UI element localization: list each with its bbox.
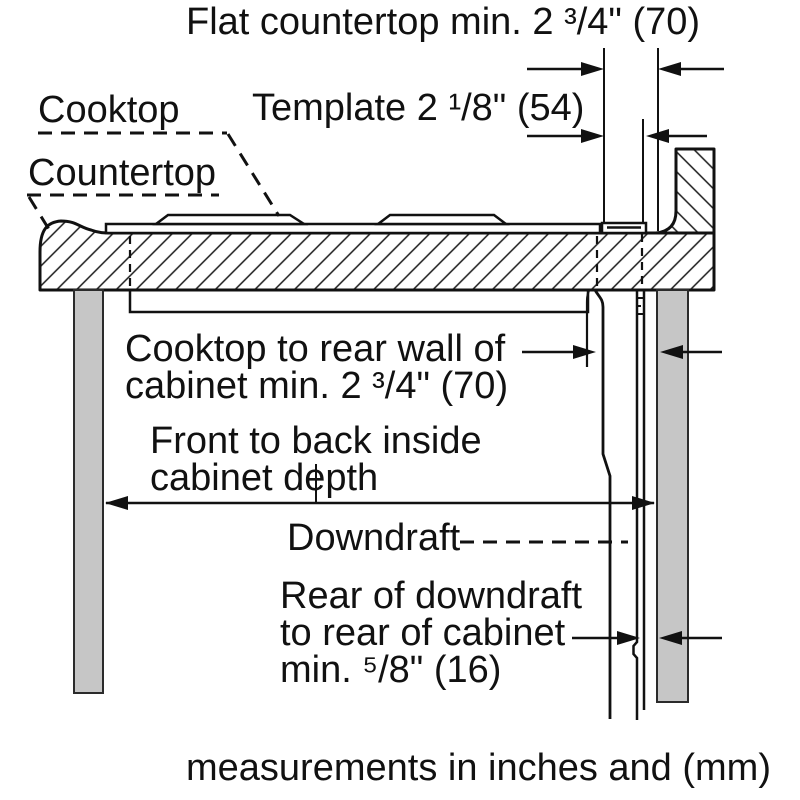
burner-right bbox=[374, 213, 510, 226]
label-flat-countertop: Flat countertop min. 2 ³/4" (70) bbox=[186, 1, 701, 43]
dim-template bbox=[527, 129, 707, 143]
label-rear-of-downdraft-line3: min. ⁵/8" (16) bbox=[280, 649, 502, 691]
cooktop-housing-outline bbox=[128, 291, 590, 314]
downdraft-clip-detail bbox=[637, 297, 644, 315]
caption-units: measurements in inches and (mm) bbox=[186, 747, 771, 789]
downdraft-front-wall bbox=[593, 289, 612, 719]
label-template: Template 2 ¹/8" (54) bbox=[252, 87, 585, 129]
dim-front-to-back bbox=[105, 464, 655, 510]
label-rear-of-downdraft: Rear of downdraft to rear of cabinet min… bbox=[280, 575, 583, 691]
cooktop-plate bbox=[104, 222, 602, 235]
downdraft-flange-line bbox=[585, 289, 591, 367]
leader-cooktop bbox=[38, 131, 281, 217]
label-cooktop: Cooktop bbox=[38, 89, 180, 131]
label-downdraft: Downdraft bbox=[287, 517, 461, 559]
label-cooktop-to-rear-wall-line2: cabinet min. 2 ³/4" (70) bbox=[125, 365, 509, 407]
label-cooktop-to-rear-wall: Cooktop to rear wall of cabinet min. 2 ³… bbox=[125, 328, 509, 407]
label-front-to-back-line1: Front to back inside bbox=[150, 420, 482, 462]
label-rear-of-downdraft-line1: Rear of downdraft bbox=[280, 575, 583, 617]
dim-rear-of-downdraft bbox=[572, 631, 722, 645]
label-rear-of-downdraft-line2: to rear of cabinet bbox=[280, 612, 566, 654]
label-front-to-back: Front to back inside cabinet depth bbox=[150, 420, 482, 499]
downdraft-rear-wall-inner bbox=[632, 290, 639, 720]
dim-flat-countertop bbox=[527, 62, 724, 76]
leader-countertop bbox=[27, 193, 219, 232]
label-cooktop-to-rear-wall-line1: Cooktop to rear wall of bbox=[125, 328, 506, 370]
cabinet-front-panel bbox=[73, 289, 104, 694]
dim-cooktop-to-rear-wall bbox=[522, 345, 722, 359]
label-front-to-back-line2: cabinet depth bbox=[150, 457, 379, 499]
label-countertop: Countertop bbox=[28, 152, 217, 194]
backsplash-wall-section bbox=[654, 147, 716, 235]
burner-left bbox=[152, 213, 309, 226]
